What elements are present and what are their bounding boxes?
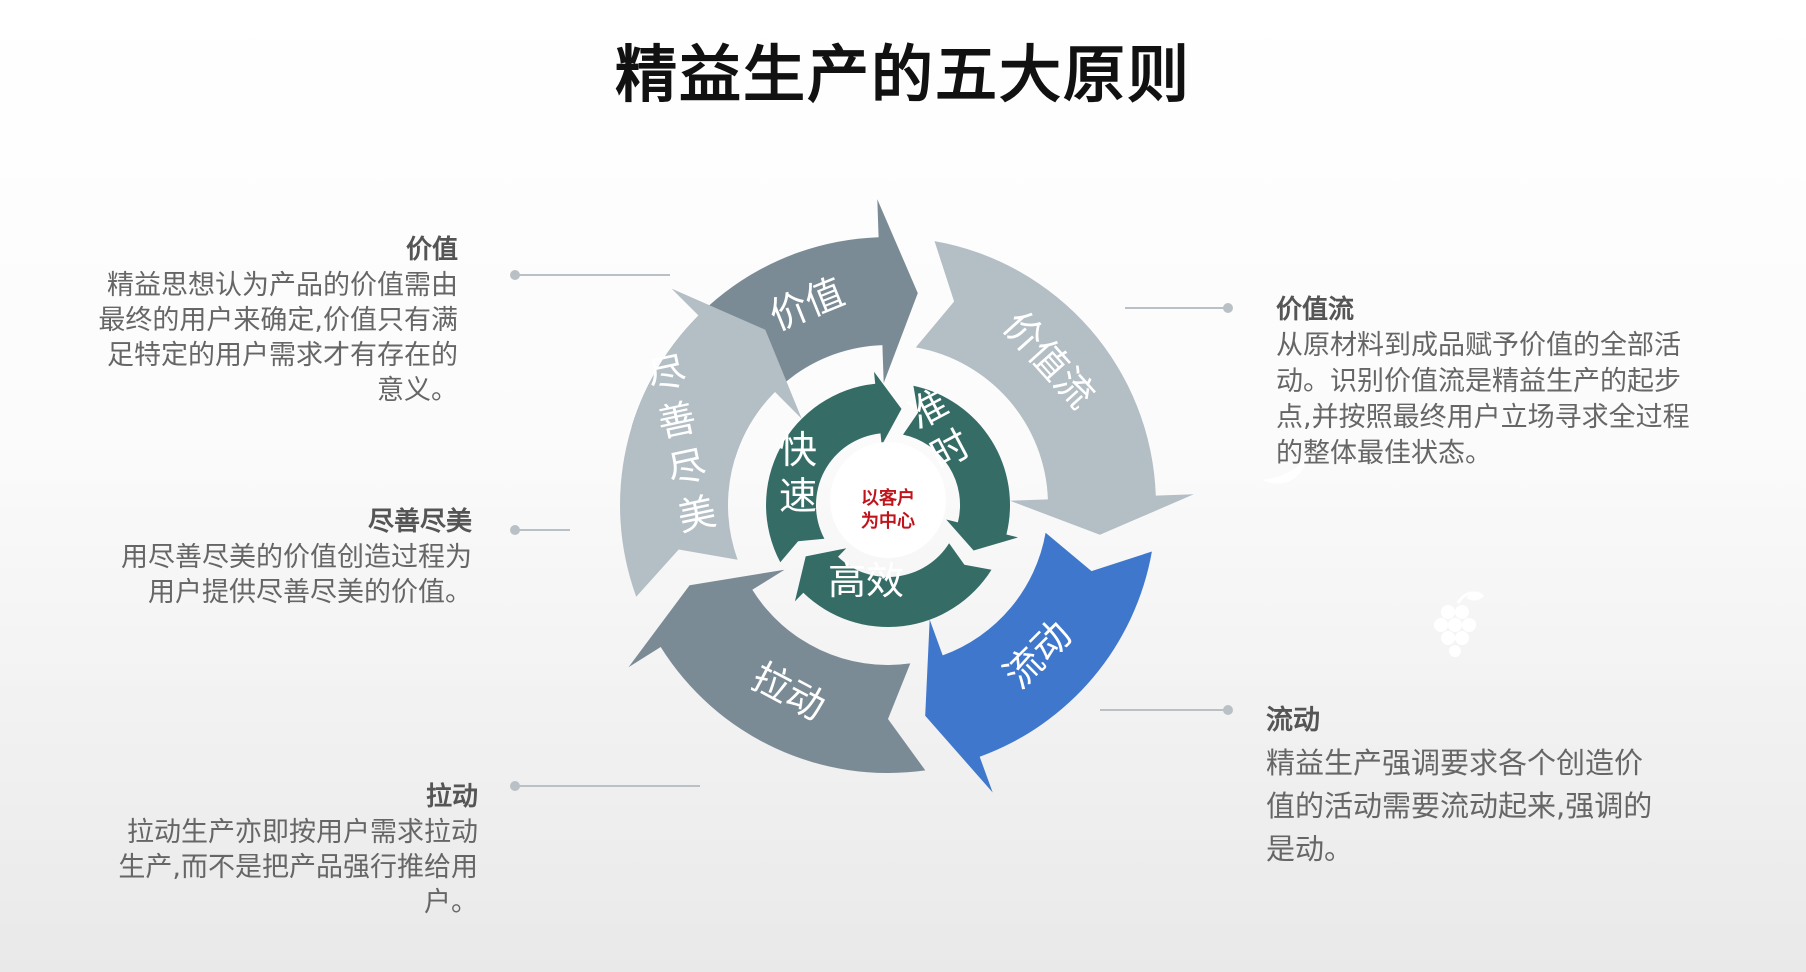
desc-stream: 价值流 从原材料到成品赋予价值的全部活动。识别价值流是精益生产的起步点,并按照最… xyxy=(1276,293,1706,472)
inner-arrow-fast xyxy=(766,371,902,563)
connector-pull xyxy=(510,781,700,791)
desc-value: 价值 精益思想认为产品的价值需由最终的用户来确定,价值只有满足特定的用户需求才有… xyxy=(90,233,458,408)
desc-flow: 流动 精益生产强调要求各个创造价值的活动需要流动起来,强调的是动。 xyxy=(1266,703,1656,871)
desc-perfection: 尽善尽美 用尽善尽美的价值创造过程为用户提供尽善尽美的价值。 xyxy=(100,505,472,610)
segment-stream: 价值流 xyxy=(915,241,1194,535)
segment-flow-arrow xyxy=(925,532,1152,793)
inner-label-fast: 快速 xyxy=(779,428,817,518)
connector-lines xyxy=(510,270,1233,791)
connector-perfection xyxy=(510,525,570,535)
desc-flow-text: 精益生产强调要求各个创造价值的活动需要流动起来,强调的是动。 xyxy=(1266,746,1653,866)
grapes-icon xyxy=(1434,591,1484,657)
segment-flow: 流动 xyxy=(925,532,1152,793)
desc-pull-title: 拉动 xyxy=(425,782,478,812)
segment-perfection: 尽善尽美 xyxy=(620,288,802,597)
segment-stream-arrow xyxy=(915,241,1194,535)
outer-ring: 价值价值流流动拉动尽善尽美 xyxy=(620,199,1194,793)
segment-pull: 拉动 xyxy=(628,569,926,774)
desc-stream-text: 从原材料到成品赋予价值的全部活动。识别价值流是精益生产的起步点,并按照最终用户立… xyxy=(1276,330,1690,469)
connector-stream xyxy=(1125,303,1233,313)
inner-arrow-efficient xyxy=(794,543,992,628)
desc-value-title: 价值 xyxy=(405,235,458,265)
page-title: 精益生产的五大原则 xyxy=(614,38,1191,111)
center-label-line1: 以客户 xyxy=(861,487,915,509)
center-label-line2: 为中心 xyxy=(861,510,915,532)
desc-value-text: 精益思想认为产品的价值需由最终的用户来确定,价值只有满足特定的用户需求才有存在的… xyxy=(98,270,458,406)
desc-pull: 拉动 拉动生产亦即按用户需求拉动生产,而不是把产品强行推给用户。 xyxy=(110,780,478,920)
inner-arrow-punctual xyxy=(903,385,1018,551)
segment-perfection-arrow xyxy=(620,288,802,597)
center-circle xyxy=(830,442,946,558)
crescent-icon xyxy=(1262,448,1312,484)
inner-label-efficient: 高效 xyxy=(828,559,904,603)
desc-pull-text: 拉动生产亦即按用户需求拉动生产,而不是把产品强行推给用户。 xyxy=(118,817,478,918)
connector-value xyxy=(510,270,670,280)
desc-flow-title: 流动 xyxy=(1266,705,1320,736)
desc-perfection-text: 用尽善尽美的价值创造过程为用户提供尽善尽美的价值。 xyxy=(121,542,472,608)
desc-perfection-title: 尽善尽美 xyxy=(367,507,472,537)
segment-perfection-label: 尽善尽美 xyxy=(644,348,720,540)
connector-flow xyxy=(1100,705,1233,715)
desc-stream-title: 价值流 xyxy=(1276,295,1355,325)
segment-pull-arrow xyxy=(628,569,926,774)
